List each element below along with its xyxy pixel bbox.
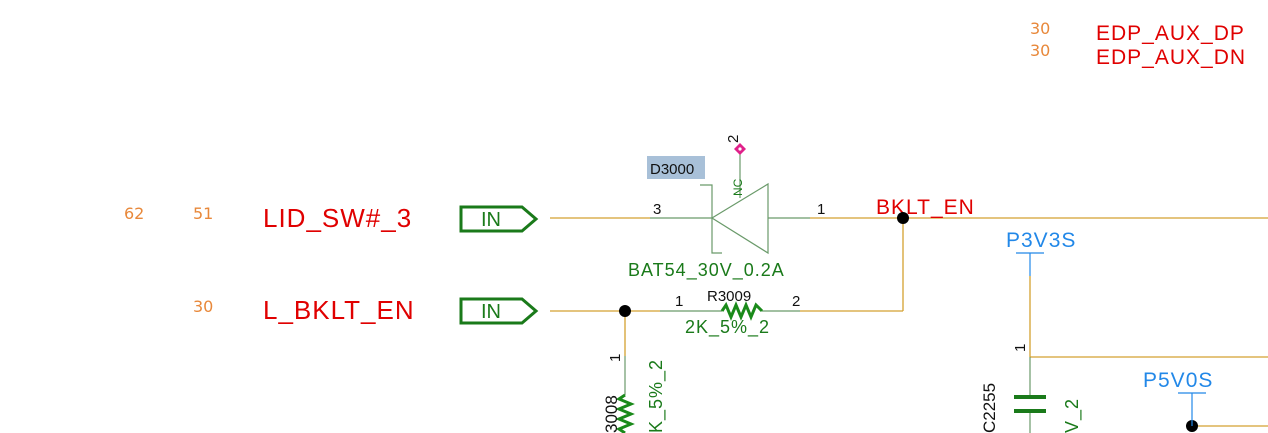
selection-highlight [647, 156, 705, 179]
capacitor-c2255[interactable]: 1 C2255 V_2 [980, 344, 1083, 433]
pin-stubs [624, 150, 1031, 433]
sheet-ref[interactable]: 62 [124, 204, 144, 223]
pin-number: 3 [653, 201, 661, 218]
net-label-edp-aux-dp[interactable]: EDP_AUX_DP [1096, 22, 1245, 45]
resistor-value[interactable]: 2K_5%_2 [685, 317, 770, 338]
capacitor-value[interactable]: V_2 [1062, 398, 1083, 433]
port-shape[interactable] [459, 297, 539, 325]
power-p5v0s[interactable]: P5V0S [1143, 369, 1213, 426]
diode-value[interactable]: BAT54_30V_0.2A [628, 260, 785, 281]
nc-label: NC [731, 178, 745, 196]
sheet-ref[interactable]: 51 [193, 204, 213, 223]
sheet-ref[interactable]: 30 [1030, 41, 1050, 60]
capacitor-refdes[interactable]: C2255 [980, 383, 999, 433]
diode-refdes[interactable]: D3000 [650, 161, 694, 178]
pin-number: 1 [675, 293, 683, 310]
resistor-refdes[interactable]: R3009 [707, 288, 751, 305]
net-row-edp-aux-dn[interactable]: 30 EDP_AUX_DN [1030, 41, 1246, 69]
net-row-edp-aux-dp[interactable]: 30 EDP_AUX_DP [1030, 19, 1245, 45]
sheet-ref[interactable]: 30 [1030, 19, 1050, 38]
power-label[interactable]: P3V3S [1006, 229, 1076, 252]
port-shape[interactable] [459, 205, 539, 233]
diode-symbol [710, 182, 769, 255]
port-direction: IN [481, 209, 501, 231]
sheet-ref[interactable]: 30 [193, 297, 213, 316]
resistor-symbol [615, 393, 635, 433]
input-port-lid-sw[interactable]: 62 51 LID_SW#_3 IN [124, 203, 539, 233]
resistor-refdes[interactable]: 3008 [602, 395, 621, 433]
resistor-value[interactable]: K_5%_2 [646, 359, 667, 433]
net-label-edp-aux-dn[interactable]: EDP_AUX_DN [1096, 46, 1246, 69]
net-label-bklt-en[interactable]: BKLT_EN [876, 196, 975, 219]
pin-number: 2 [725, 135, 742, 143]
diode-d3000[interactable]: D3000 3 1 2 NC BAT54_30V_0.2A [628, 135, 825, 281]
net-label-lid-sw[interactable]: LID_SW#_3 [263, 203, 412, 233]
resistor-r3008[interactable]: 1 3008 K_5%_2 [602, 354, 667, 433]
wires [550, 217, 1268, 427]
power-label[interactable]: P5V0S [1143, 369, 1213, 392]
junction-dot [619, 305, 631, 317]
resistor-symbol [720, 301, 764, 321]
power-p3v3s[interactable]: P3V3S [1006, 229, 1076, 276]
resistor-r3009[interactable]: R3009 1 2 2K_5%_2 [675, 288, 800, 338]
input-port-l-bklt-en[interactable]: 30 L_BKLT_EN IN [193, 295, 539, 325]
pin-number: 2 [792, 293, 800, 310]
junction-dot [897, 212, 909, 224]
pin-number: 1 [607, 354, 624, 362]
port-direction: IN [481, 301, 501, 323]
pin-number: 1 [817, 201, 825, 218]
pin-number: 1 [1012, 344, 1029, 352]
net-label-l-bklt-en[interactable]: L_BKLT_EN [263, 295, 415, 325]
